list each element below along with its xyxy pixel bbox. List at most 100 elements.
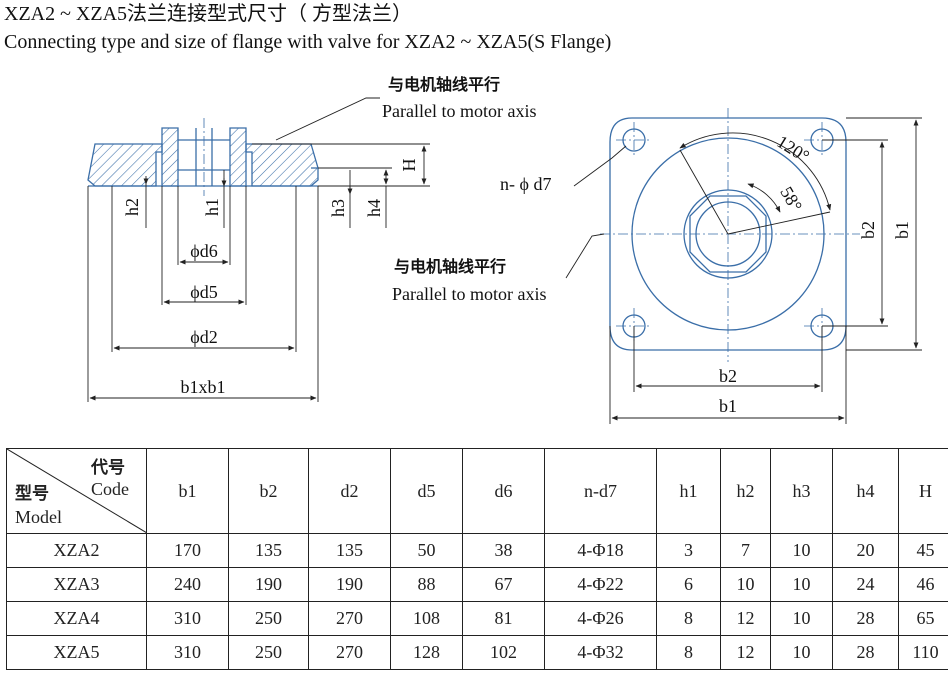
table-cell: 50: [390, 533, 463, 568]
hub-left: [161, 127, 179, 187]
label-h4: h4: [364, 199, 384, 217]
column-header: h2: [720, 448, 771, 534]
column-header: b1: [146, 448, 229, 534]
table-cell: 108: [390, 601, 463, 636]
label-h1: h1: [202, 198, 222, 216]
table-cell: 88: [390, 567, 463, 602]
corner-diagonal: [7, 449, 147, 533]
page-title-en: Connecting type and size of flange with …: [4, 31, 612, 53]
label-d6: ϕd6: [190, 241, 217, 261]
table-cell: 24: [832, 567, 899, 602]
label-b2-horizontal: b2: [719, 366, 737, 386]
table-cell: 310: [146, 601, 229, 636]
table-cell: 250: [228, 601, 309, 636]
table-cell: 135: [308, 533, 391, 568]
table-cell: 10: [770, 601, 833, 636]
table-cell: 135: [228, 533, 309, 568]
table-corner-cell: 代号 Code 型号 Model: [6, 448, 147, 534]
table-cell: 46: [898, 567, 948, 602]
table-cell: 110: [898, 635, 948, 670]
table-cell: 67: [462, 567, 545, 602]
table-cell: 310: [146, 635, 229, 670]
technical-drawing: 与电机轴线平行 Parallel to motor axis H h4 h3 h…: [87, 75, 922, 424]
table-cell: 12: [720, 601, 771, 636]
column-header: h3: [770, 448, 833, 534]
table-cell: XZA3: [6, 567, 147, 602]
table-cell: 8: [656, 601, 721, 636]
label-d2: ϕd2: [190, 327, 217, 347]
label-parallel-en-bottom: Parallel to motor axis: [392, 284, 546, 304]
column-header: d2: [308, 448, 391, 534]
label-parallel-en-top: Parallel to motor axis: [382, 101, 536, 121]
label-H: H: [399, 159, 419, 172]
table-row: XZA5 310 250 270 128 102 4-Φ32 8 12 10 2…: [6, 635, 948, 670]
table-cell: 4-Φ26: [544, 601, 657, 636]
table-cell: 102: [462, 635, 545, 670]
section-labels: 与电机轴线平行 Parallel to motor axis H h4 h3 h…: [122, 75, 536, 397]
column-header: d6: [462, 448, 545, 534]
column-header: H: [898, 448, 948, 534]
table-cell: 20: [832, 533, 899, 568]
table-cell: 10: [770, 635, 833, 670]
table-row: XZA2 170 135 135 50 38 4-Φ18 3 7 10 20 4…: [6, 533, 948, 568]
table-cell: XZA5: [6, 635, 147, 670]
label-b1-horizontal: b1: [719, 396, 737, 416]
table-cell: 250: [228, 635, 309, 670]
label-b1-vertical: b1: [892, 221, 912, 239]
table-cell: 170: [146, 533, 229, 568]
table-cell: 10: [720, 567, 771, 602]
corner-code-en: Code: [91, 479, 129, 499]
table-cell: 190: [228, 567, 309, 602]
label-h3: h3: [328, 199, 348, 217]
column-header: n-d7: [544, 448, 657, 534]
table-cell: 270: [308, 635, 391, 670]
table-cell: 4-Φ18: [544, 533, 657, 568]
corner-model-cn: 型号: [15, 484, 49, 504]
corner-code-cn: 代号: [91, 458, 125, 478]
label-h2: h2: [122, 198, 142, 216]
hub-right: [229, 127, 247, 187]
table-header-row: 代号 Code 型号 Model b1 b2 d2 d5 d6 n-d7 h1 …: [6, 448, 948, 534]
column-header: b2: [228, 448, 309, 534]
corner-model-en: Model: [15, 507, 62, 527]
dimension-table: 代号 Code 型号 Model b1 b2 d2 d5 d6 n-d7 h1 …: [6, 448, 948, 670]
table-cell: 240: [146, 567, 229, 602]
table-cell: 81: [462, 601, 545, 636]
table-cell: 3: [656, 533, 721, 568]
label-b2-vertical: b2: [858, 221, 878, 239]
page-title-cn: XZA2 ~ XZA5法兰连接型式尺寸（ 方型法兰）: [4, 3, 413, 25]
label-angle-120: 120°: [773, 131, 813, 166]
section-dimensions: [87, 97, 430, 402]
plan-view: [600, 108, 860, 362]
flange-section-left: [87, 143, 163, 187]
column-header: h4: [832, 448, 899, 534]
column-header: h1: [656, 448, 721, 534]
table-cell: 128: [390, 635, 463, 670]
table-cell: 4-Φ32: [544, 635, 657, 670]
label-parallel-cn-bottom: 与电机轴线平行: [394, 257, 506, 276]
table-cell: XZA2: [6, 533, 147, 568]
table-cell: 10: [770, 567, 833, 602]
label-angle-58: 58°: [776, 183, 806, 215]
column-header: d5: [390, 448, 463, 534]
table-cell: 12: [720, 635, 771, 670]
table-cell: 28: [832, 635, 899, 670]
plan-dimensions: [565, 117, 922, 424]
table-cell: 65: [898, 601, 948, 636]
table-cell: 28: [832, 601, 899, 636]
section-view: [87, 118, 319, 196]
table-cell: 38: [462, 533, 545, 568]
table-cell: 4-Φ22: [544, 567, 657, 602]
table-cell: 8: [656, 635, 721, 670]
label-b1xb1: b1xb1: [181, 377, 226, 397]
table-cell: 45: [898, 533, 948, 568]
label-n-d7: n- ϕ d7: [500, 174, 551, 194]
label-d5: ϕd5: [190, 282, 217, 302]
table-row: XZA4 310 250 270 108 81 4-Φ26 8 12 10 28…: [6, 601, 948, 636]
plan-labels: n- ϕ d7 120° 58° b2 b1 b2 b1 与电机轴线平行 Par…: [392, 131, 912, 416]
table-cell: 7: [720, 533, 771, 568]
table-row: XZA3 240 190 190 88 67 4-Φ22 6 10 10 24 …: [6, 567, 948, 602]
table-cell: 6: [656, 567, 721, 602]
table-cell: 190: [308, 567, 391, 602]
